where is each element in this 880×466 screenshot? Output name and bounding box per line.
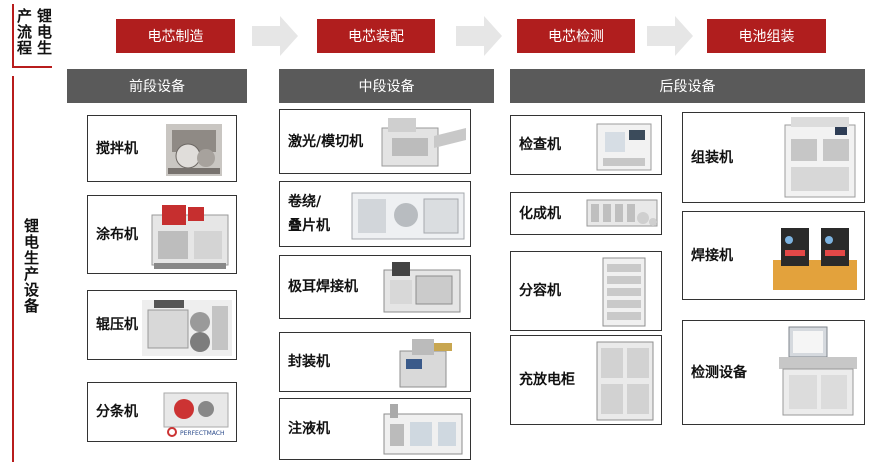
equipment-label: 锂电生产设备 bbox=[22, 218, 40, 314]
equipment-name: 涂布机 bbox=[96, 226, 138, 243]
slitter-machine-image: PERFECTMACH bbox=[163, 392, 229, 437]
stage-cell-testing: 电芯检测 bbox=[517, 19, 635, 53]
roller-press-image bbox=[142, 300, 232, 356]
formation-machine-image bbox=[586, 199, 658, 227]
equipment-card-assembly: 组装机 bbox=[682, 112, 865, 203]
equipment-card-roller-press: 辊压机 bbox=[87, 290, 237, 360]
equipment-card-testing: 检测设备 bbox=[682, 320, 865, 425]
phase-front-equipment: 前段设备 bbox=[67, 69, 247, 103]
flow-arrow-icon bbox=[456, 16, 502, 56]
left-top-border bbox=[12, 4, 14, 68]
equipment-name: 组装机 bbox=[691, 149, 733, 166]
stage-pack-assembly: 电池组装 bbox=[707, 19, 826, 53]
equipment-card-charge-discharge-cabinet: 充放电柜 bbox=[510, 335, 662, 425]
grading-cabinet-image bbox=[602, 257, 646, 327]
equipment-card-formation: 化成机 bbox=[510, 192, 662, 235]
equipment-name: 搅拌机 bbox=[96, 140, 138, 157]
equipment-name: 焊接机 bbox=[691, 247, 733, 264]
equipment-card-mixer: 搅拌机 bbox=[87, 115, 237, 182]
inspection-machine-image bbox=[596, 123, 652, 171]
stage-cell-manufacturing: 电芯制造 bbox=[116, 19, 235, 53]
equipment-name: 分容机 bbox=[519, 283, 561, 299]
equipment-card-grading: 分容机 bbox=[510, 251, 662, 331]
equipment-card-tab-welder: 极耳焊接机 bbox=[279, 255, 471, 319]
stage-cell-assembly: 电芯装配 bbox=[317, 19, 435, 53]
phase-middle-equipment: 中段设备 bbox=[279, 69, 494, 103]
packaging-machine-image bbox=[399, 339, 452, 388]
equipment-card-packaging: 封装机 bbox=[279, 332, 471, 392]
equipment-name: 充放电柜 bbox=[519, 372, 575, 388]
filling-machine-image bbox=[383, 404, 463, 455]
assembly-machine-image bbox=[784, 117, 856, 198]
equipment-name: 检查机 bbox=[519, 137, 561, 153]
testing-equipment-image bbox=[779, 326, 857, 416]
process-flow-label: 锂电生产流程 bbox=[15, 8, 53, 56]
brand-logo-text: PERFECTMACH bbox=[180, 430, 225, 437]
winding-machine-image bbox=[351, 192, 465, 240]
coater-machine-image bbox=[151, 205, 229, 269]
equipment-name: 极耳焊接机 bbox=[288, 279, 358, 295]
top-divider-line bbox=[12, 66, 52, 68]
equipment-name: 封装机 bbox=[288, 354, 330, 370]
left-bottom-border bbox=[12, 76, 14, 462]
flow-arrow-icon bbox=[252, 16, 298, 56]
equipment-card-coater: 涂布机 bbox=[87, 195, 237, 274]
equipment-name: 注液机 bbox=[288, 421, 330, 437]
equipment-name: 辊压机 bbox=[96, 317, 138, 333]
equipment-card-filling: 注液机 bbox=[279, 398, 471, 460]
flow-arrow-icon bbox=[647, 16, 693, 56]
equipment-card-slitter: 分条机 PERFECTMACH bbox=[87, 382, 237, 442]
equipment-name: 分条机 bbox=[96, 404, 138, 420]
equipment-name: 激光/模切机 bbox=[288, 133, 364, 150]
charge-cabinet-image bbox=[596, 341, 654, 421]
equipment-name: 化成机 bbox=[519, 205, 561, 222]
phase-back-equipment: 后段设备 bbox=[510, 69, 865, 103]
equipment-card-welder: 焊接机 bbox=[682, 211, 865, 300]
equipment-card-inspection: 检查机 bbox=[510, 115, 662, 175]
equipment-card-winding-stacking: 卷绕/ 叠片机 bbox=[279, 181, 471, 247]
equipment-card-laser-die-cutter: 激光/模切机 bbox=[279, 109, 471, 174]
welder-machine-image bbox=[773, 228, 857, 290]
tab-welder-image bbox=[383, 262, 461, 313]
equipment-name: 检测设备 bbox=[691, 364, 747, 381]
equipment-name: 卷绕/ 叠片机 bbox=[288, 194, 330, 234]
laser-die-cutter-image bbox=[381, 118, 466, 167]
mixer-machine-image bbox=[166, 124, 222, 176]
